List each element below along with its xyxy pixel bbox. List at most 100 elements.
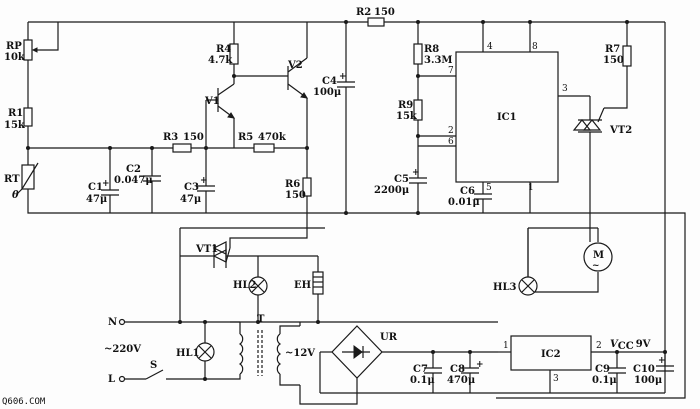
hl3-label: HL3 [493,282,516,293]
eh-label: EH [294,280,311,291]
r3-label: R3 [163,132,178,143]
lamp-hl3: HL3 [493,228,538,296]
t-label: T [257,314,265,325]
resistor-r5: R5 470k [234,132,307,153]
bridge-rectifier-ur: UR [299,322,665,405]
r9-label: R9 [398,100,413,111]
ic2-pin-2: 2 [596,341,602,351]
svg-text:+: + [102,179,110,189]
capacitor-c3: C3 + 47μ [180,148,215,213]
ic2-pin-3: 3 [553,374,559,384]
heater-eh: EH [258,255,324,310]
thermistor-rt: RT θ [4,148,39,201]
ic1-pin-7: 7 [448,66,454,76]
c2-label: C2 [126,164,141,175]
resistor-r4: R4 4.7k [208,22,239,84]
capacitor-c5: C5 + 2200μ [374,136,427,215]
vt2-label: VT2 [609,125,632,136]
ic1-pin-8: 8 [532,42,538,52]
capacitor-c9: C9 0.1μ [592,350,626,393]
motor-m: M ~ [583,242,613,272]
resistor-r9: R9 15k [396,76,456,147]
l-label: L [108,374,115,385]
rt-label: RT [4,174,20,185]
mid-rail [26,146,234,150]
capacitor-c6: C6 0.01μ [448,182,492,213]
transistor-v1: V1 [204,83,235,148]
c3-label: C3 [184,182,199,193]
r3-value: 150 [183,132,204,143]
r1-value: 15k [4,120,26,131]
svg-text:~: ~ [592,261,600,271]
resistor-r6: R6 150 [229,98,312,248]
c10-value: 100μ [634,375,662,386]
capacitor-c8: C8 + 470μ [447,350,484,393]
resistor-r7: R7 150 [603,20,632,109]
mains-label: ~220V [104,344,141,355]
vt1-label: VT1 [195,244,218,255]
c9-value: 0.1μ [592,375,617,386]
rp-label: RP [6,41,22,52]
ic1-label: IC1 [497,112,517,123]
c5-label: C5 [394,174,409,185]
r8-label: R8 [424,44,439,55]
r7-label: R7 [605,44,620,55]
capacitor-c10: C10 + 100μ [633,350,674,386]
transformer-t: T ~12V [230,314,315,386]
v2-label: V2 [287,60,303,71]
r2-value: 150 [374,7,395,18]
ic1-pin-6: 6 [448,137,454,147]
hl1-label: HL1 [176,348,199,359]
r1-label: R1 [8,108,23,119]
top-rail-wires [27,21,666,393]
c3-value: 47μ [180,194,201,205]
triac-vt1: VT1 [179,227,325,300]
lamp-hl2: HL2 [233,256,268,310]
resistor-r2: R2 150 [356,7,395,27]
svg-text:+: + [200,176,208,186]
capacitor-c7: C7 0.1μ [410,350,442,393]
ic1-pin-5: 5 [486,183,492,193]
svg-text:+: + [412,168,420,178]
c1-label: C1 [88,182,103,193]
svg-text:+: + [658,356,666,366]
ic1-pin-2: 2 [448,126,454,136]
r5-label: R5 [238,132,253,143]
n-label: N [108,317,117,328]
secondary-voltage-label: ~12V [285,348,315,359]
motor-label: M [593,250,604,261]
r4-label: R4 [216,44,231,55]
v1-label: V1 [204,96,220,107]
lamp-hl1: HL1 [176,320,215,381]
rp-value: 10k [4,52,26,63]
c7-value: 0.1μ [410,375,435,386]
c5-value: 2200μ [374,185,409,196]
r8-value: 3.3M [424,55,452,66]
c10-label: C10 [633,364,655,375]
c2-value: 0.047μ [114,175,153,186]
vcc-value: 9V [636,339,651,350]
r6-label: R6 [285,179,300,190]
mains-input: N L S ~220V [104,300,498,385]
ic1-pin-1: 1 [528,183,534,193]
ic1-timer: IC1 4 8 7 3 2 6 5 1 [448,20,590,213]
svg-text:+: + [339,72,347,82]
rt-theta: θ [12,190,19,201]
s-label: S [150,360,157,371]
capacitor-c4: C4 + 100μ [313,20,355,215]
r6-value: 150 [285,190,306,201]
vcc-v: V [610,339,619,350]
ic1-pin-3: 3 [562,84,568,94]
resistor-r1: R1 15k [4,107,33,131]
c4-label: C4 [322,76,337,87]
r4-value: 4.7k [208,55,233,66]
potentiometer-rp: RP 10k [4,22,59,63]
c4-value: 100μ [313,87,341,98]
c7-label: C7 [413,364,428,375]
ic1-pin-4: 4 [487,42,493,52]
vcc-sub: CC [618,341,634,352]
c8-label: C8 [450,364,465,375]
capacitor-c2: C2 0.047μ [114,148,161,213]
